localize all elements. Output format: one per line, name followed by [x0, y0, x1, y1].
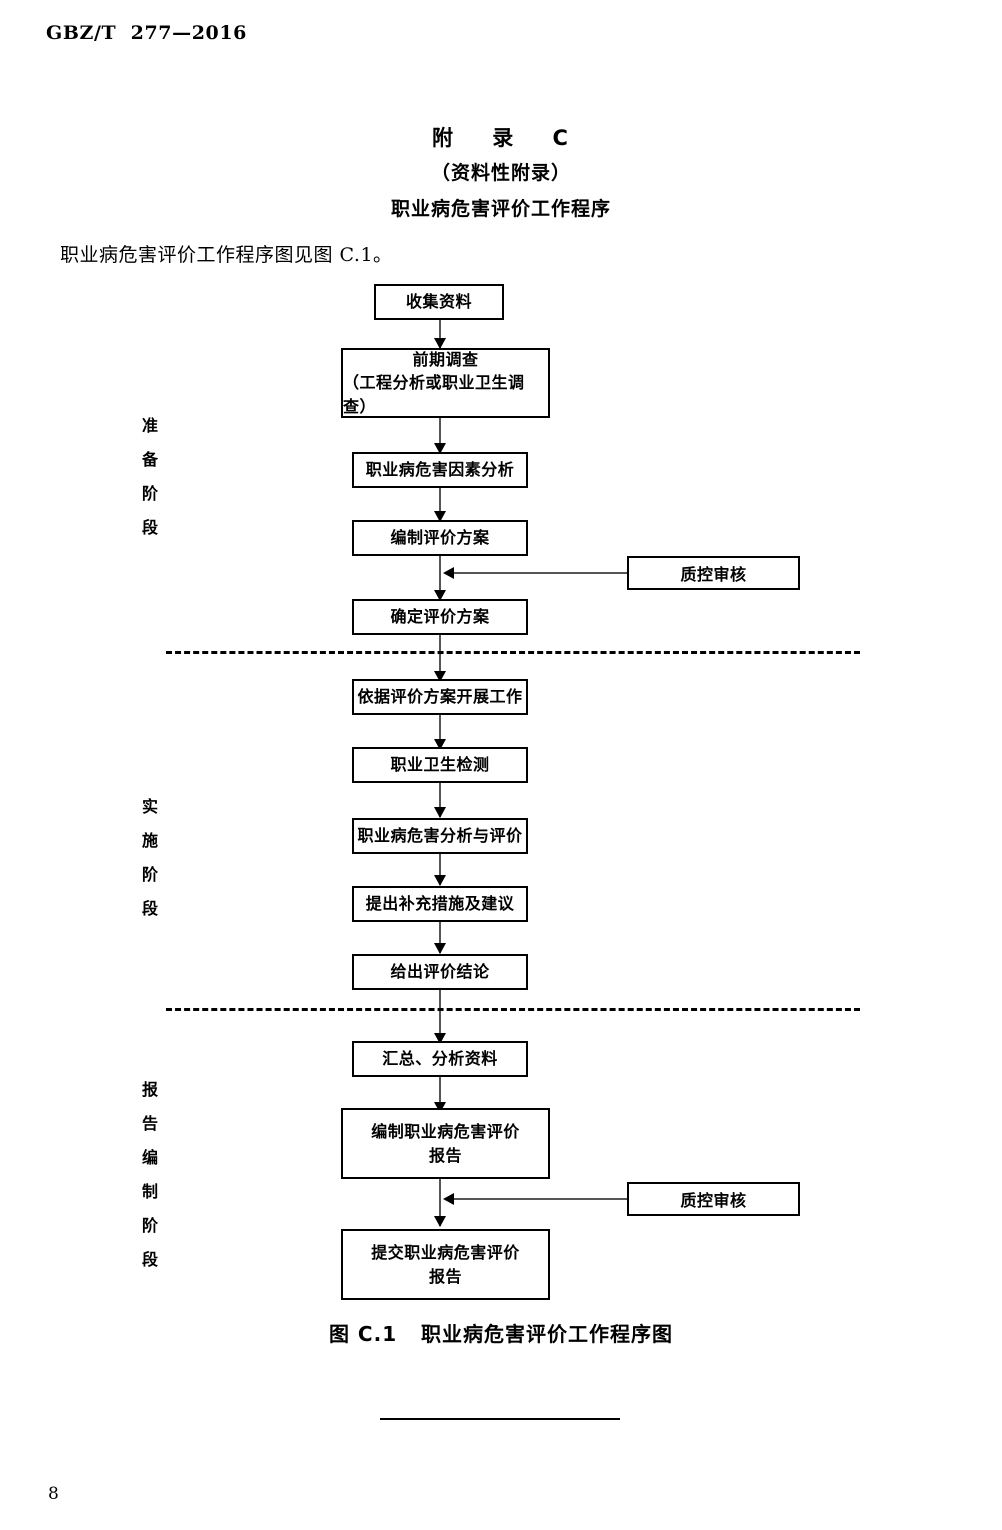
flow-node-label-second-line: （工程分析或职业卫生调查） [343, 373, 525, 416]
flow-node-draft-assessment-plan[interactable]: 编制评价方案 [352, 520, 528, 556]
flow-node-execute-per-plan[interactable]: 依据评价方案开展工作 [352, 679, 528, 715]
connector-line [439, 853, 441, 885]
flow-node-occupational-health-testing[interactable]: 职业卫生检测 [352, 747, 528, 783]
connector-line [439, 714, 441, 749]
phase-char: 段 [141, 1250, 158, 1269]
flow-node-confirm-assessment-plan[interactable]: 确定评价方案 [352, 599, 528, 635]
flow-node-label: 收集资料 [405, 292, 472, 312]
flow-node-hazard-analysis-evaluation[interactable]: 职业病危害分析与评价 [352, 818, 528, 854]
flow-node-qc-review-plan[interactable]: 质控审核 [627, 556, 800, 590]
connector-line [439, 555, 441, 601]
arrow-head-icon [434, 1216, 446, 1227]
phase-char: 制 [141, 1182, 158, 1201]
flow-node-label: 质控审核 [680, 565, 747, 584]
arrow-head-icon [434, 943, 446, 954]
phase-char: 阶 [141, 1216, 158, 1235]
phase-label-preparation: 准 备 阶 段 [130, 409, 170, 545]
connector-line [439, 486, 441, 521]
intro-paragraph: 职业病危害评价工作程序图见图 C.1。 [60, 244, 393, 266]
flow-node-label: 提交职业病危害评价 [371, 1243, 520, 1263]
page-number: 8 [48, 1484, 59, 1504]
arrow-head-icon [434, 590, 446, 601]
phase-char: 段 [141, 899, 158, 918]
flow-node-label-second-line: 报告 [428, 1145, 462, 1165]
flow-node-qc-review-report[interactable]: 质控审核 [627, 1182, 800, 1216]
flow-node-label: 编制评价方案 [390, 528, 490, 548]
arrow-head-icon [434, 671, 446, 682]
phase-char: 报 [141, 1080, 158, 1099]
phase-char: 实 [141, 797, 158, 816]
flow-node-draft-report[interactable]: 编制职业病危害评价 报告 [341, 1108, 550, 1179]
figure-caption: 图 C.1 职业病危害评价工作程序图 [328, 1322, 674, 1346]
annex-name-heading: 职业病危害评价工作程序 [390, 198, 611, 220]
phase-char: 阶 [141, 484, 158, 503]
flow-node-hazard-factor-analysis[interactable]: 职业病危害因素分析 [352, 452, 528, 488]
flow-node-label: 质控审核 [680, 1191, 747, 1210]
connector-line [439, 634, 441, 681]
flow-node-propose-measures[interactable]: 提出补充措施及建议 [352, 886, 528, 922]
phase-char: 准 [141, 416, 158, 435]
phase-label-reporting: 报 告 编 制 阶 段 [130, 1073, 170, 1277]
phase-char: 备 [141, 450, 158, 469]
connector-line [439, 921, 441, 953]
flow-node-give-conclusion[interactable]: 给出评价结论 [352, 954, 528, 990]
arrow-head-icon [434, 338, 446, 349]
connector-line [452, 1198, 627, 1200]
flow-node-label: 编制职业病危害评价 [371, 1122, 520, 1142]
flow-node-label: 提出补充措施及建议 [365, 894, 515, 914]
arrow-head-icon [434, 443, 446, 454]
arrow-head-icon [434, 807, 446, 818]
connector-line [439, 989, 441, 1043]
connector-line [452, 572, 627, 574]
connector-line [439, 1178, 441, 1226]
flow-node-label: 汇总、分析资料 [382, 1049, 498, 1069]
flow-node-label: 给出评价结论 [390, 962, 490, 982]
connector-line [439, 416, 441, 454]
flow-node-label: 前期调查 [412, 350, 479, 370]
flow-node-submit-report[interactable]: 提交职业病危害评价 报告 [341, 1229, 550, 1300]
arrow-head-icon [434, 875, 446, 886]
phase-char: 告 [141, 1114, 158, 1133]
arrow-head-icon [434, 1102, 446, 1113]
arrow-head-icon [434, 511, 446, 522]
flow-node-summarize-analyze-data[interactable]: 汇总、分析资料 [352, 1041, 528, 1077]
phase-char: 施 [141, 831, 158, 850]
phase-char: 编 [141, 1148, 158, 1167]
flow-node-preliminary-survey[interactable]: 前期调查 （工程分析或职业卫生调查） [341, 348, 550, 418]
arrow-head-icon [434, 1033, 446, 1044]
arrow-head-icon [443, 567, 454, 579]
phase-label-implementation: 实 施 阶 段 [130, 790, 170, 926]
phase-char: 段 [141, 518, 158, 537]
connector-line [439, 318, 441, 349]
footnote-rule [380, 1418, 620, 1420]
phase-divider-preparation-implementation [166, 651, 860, 654]
flow-node-label: 职业卫生检测 [390, 755, 490, 775]
phase-char: 阶 [141, 865, 158, 884]
flow-node-label: 职业病危害因素分析 [365, 460, 515, 480]
flow-node-label: 确定评价方案 [390, 607, 490, 627]
arrow-head-icon [443, 1193, 454, 1205]
arrow-head-icon [434, 739, 446, 750]
flow-node-label: 依据评价方案开展工作 [357, 687, 523, 707]
annex-title: 附 录 C [432, 126, 570, 150]
connector-line [439, 1076, 441, 1112]
connector-line [439, 782, 441, 817]
flow-node-label-second-line: 报告 [428, 1266, 462, 1286]
annex-type-subtitle: （资料性附录） [430, 162, 571, 184]
flow-node-label: 职业病危害分析与评价 [357, 826, 523, 846]
flow-node-collect-data[interactable]: 收集资料 [374, 284, 504, 320]
phase-divider-implementation-reporting [166, 1008, 860, 1011]
standard-number-header: GBZ/T 277—2016 [46, 22, 248, 44]
